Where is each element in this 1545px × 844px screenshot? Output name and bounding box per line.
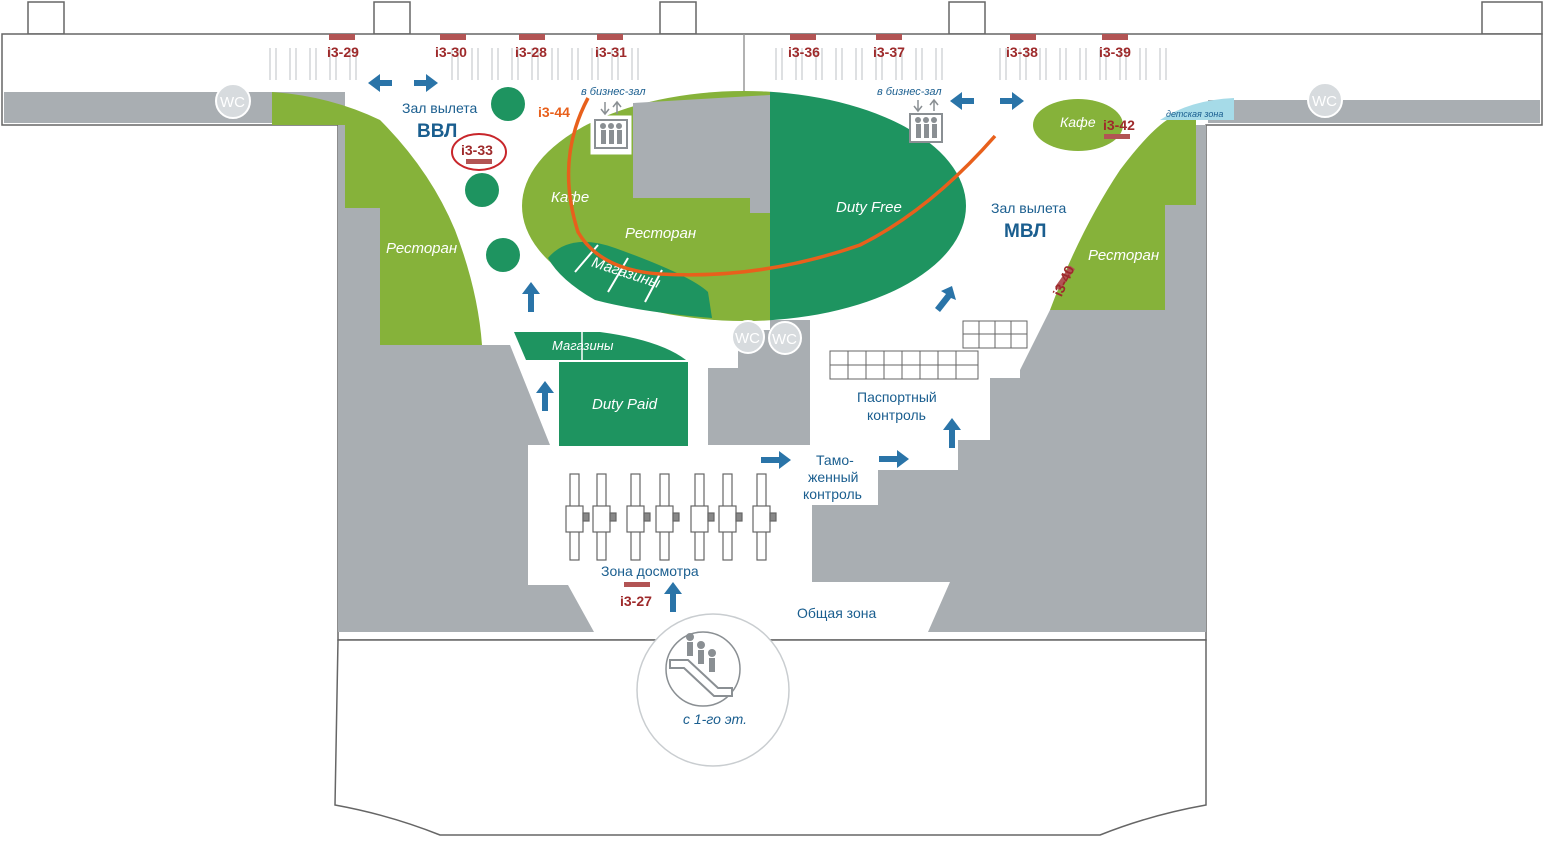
duty-free-label: Duty Free xyxy=(836,199,902,216)
gate-i3-30: i3-30 xyxy=(435,44,467,60)
gate-i3-44: i3-44 xyxy=(538,104,570,120)
domestic-kiosks xyxy=(465,87,525,272)
gate-seating xyxy=(269,48,1167,80)
gate-i3-38: i3-38 xyxy=(1006,44,1038,60)
wc-left: WC xyxy=(215,83,251,119)
restaurant-left-label: Ресторан xyxy=(386,240,457,257)
escalator-icon xyxy=(669,633,733,697)
kids-zone-label: детская зона xyxy=(1166,109,1223,119)
passport-control-label-2: контроль xyxy=(867,407,926,423)
international-hall-code: МВЛ xyxy=(1004,221,1046,242)
central-island xyxy=(522,91,966,321)
restaurant-left-zone xyxy=(272,92,482,345)
gate-i3-33: i3-33 xyxy=(461,142,493,158)
svg-text:WC: WC xyxy=(220,94,245,111)
restaurant-right-zone xyxy=(1050,118,1196,310)
duty-paid-label: Duty Paid xyxy=(592,396,658,413)
duty-paid-zone xyxy=(559,362,688,446)
wc-right: WC xyxy=(1307,82,1343,118)
svg-text:WC: WC xyxy=(1312,93,1337,110)
kids-zone xyxy=(1160,98,1234,120)
cafe-right-label: Кафе xyxy=(1060,114,1096,130)
security-zone-label: Зона досмотра xyxy=(601,563,699,579)
direction-arrows xyxy=(368,74,1024,612)
business-lounge-right-label: в бизнес-зал xyxy=(877,86,942,98)
security-scanners xyxy=(565,473,777,561)
passport-booths xyxy=(829,320,1028,380)
customs-label-1: Тамо- xyxy=(816,452,854,468)
gate-i3-36: i3-36 xyxy=(788,44,820,60)
cafe-right-zone xyxy=(1033,99,1123,151)
restaurant-right-label: Ресторан xyxy=(1088,247,1159,264)
gate-i3-29: i3-29 xyxy=(327,44,359,60)
restaurant-center-label: Ресторан xyxy=(625,225,696,242)
gate-i3-27: i3-27 xyxy=(620,593,652,609)
customs-label-3: контроль xyxy=(803,486,862,502)
gate-i3-37: i3-37 xyxy=(873,44,905,60)
gate-markers xyxy=(329,34,1130,587)
elevator-icon xyxy=(909,98,943,143)
passport-control-label-1: Паспортный xyxy=(857,389,937,405)
gate-i3-39: i3-39 xyxy=(1099,44,1131,60)
gate-i3-33-highlight xyxy=(451,133,507,171)
domestic-hall-code: ВВЛ xyxy=(417,121,457,142)
jet-bridge-boxes xyxy=(27,1,1543,35)
from-first-floor-label: с 1-го эт. xyxy=(683,711,747,727)
svg-text:WC: WC xyxy=(772,331,797,348)
gate-i3-31: i3-31 xyxy=(595,44,627,60)
business-lounge-left-label: в бизнес-зал xyxy=(581,86,646,98)
gate-i3-42: i3-42 xyxy=(1103,117,1135,133)
shops-lower-zone xyxy=(514,332,686,360)
customs-label-2: женный xyxy=(808,469,859,485)
wc-center-1: WC xyxy=(731,320,765,354)
common-area-label: Общая зона xyxy=(797,605,876,621)
business-route-line xyxy=(566,97,997,277)
svg-text:WC: WC xyxy=(735,330,760,347)
wc-center-2: WC xyxy=(768,321,802,355)
international-hall-caption: Зал вылета xyxy=(991,200,1067,216)
shops-lower-label: Магазины xyxy=(552,338,614,353)
gate-i3-28: i3-28 xyxy=(515,44,547,60)
domestic-hall-caption: Зал вылета xyxy=(402,100,478,116)
elevator-icon xyxy=(590,100,632,155)
